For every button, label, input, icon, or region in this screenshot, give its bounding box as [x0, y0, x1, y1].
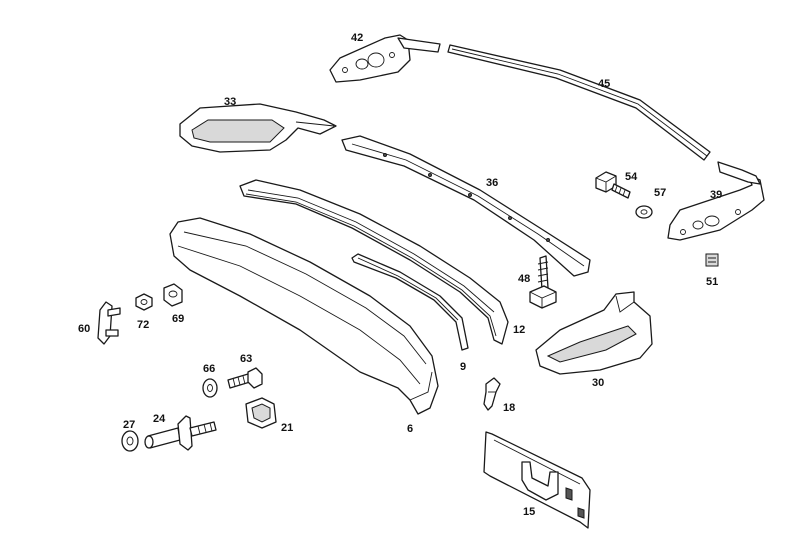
part-60-holder-bracket — [97, 301, 121, 345]
part-15-plate-holder — [483, 431, 591, 529]
label-18: 18 — [503, 402, 515, 414]
part-18-push-rivet — [483, 377, 501, 411]
label-21: 21 — [281, 422, 293, 434]
part-66-washer — [202, 378, 218, 398]
label-51: 51 — [706, 276, 718, 288]
label-12: 12 — [513, 324, 525, 336]
part-69-cap-nut — [163, 283, 183, 307]
part-21-rubber-buffer — [245, 397, 277, 429]
label-39: 39 — [710, 189, 722, 201]
label-15: 15 — [523, 506, 535, 518]
part-45-support-rail — [447, 44, 711, 161]
part-6-main-bumper — [169, 217, 439, 415]
part-27-washer — [121, 430, 139, 452]
part-51-clip-nut — [705, 253, 719, 267]
label-66: 66 — [203, 363, 215, 375]
label-72: 72 — [137, 319, 149, 331]
label-45: 45 — [598, 78, 610, 90]
part-63-bolt — [227, 367, 263, 389]
label-57: 57 — [654, 187, 666, 199]
label-69: 69 — [172, 313, 184, 325]
part-30-right-end-cap — [535, 291, 653, 375]
label-54: 54 — [625, 171, 638, 183]
part-33-left-end-cap — [179, 103, 337, 153]
part-72-nut — [135, 293, 153, 311]
part-57-washer — [635, 205, 653, 219]
label-42: 42 — [351, 32, 363, 44]
label-36: 36 — [486, 177, 498, 189]
label-60: 60 — [78, 323, 90, 335]
part-42-left-bracket — [329, 34, 441, 83]
part-9-rubber-strip — [351, 253, 469, 351]
label-63: 63 — [240, 353, 252, 365]
label-6: 6 — [407, 423, 413, 435]
part-54-bolt — [595, 171, 631, 199]
label-9: 9 — [460, 361, 466, 373]
label-24: 24 — [153, 413, 166, 425]
part-36-reinforcement — [341, 135, 591, 277]
part-12-bumper-upper — [239, 179, 509, 345]
label-27: 27 — [123, 419, 135, 431]
part-48-screw — [529, 255, 557, 309]
label-33: 33 — [224, 96, 236, 108]
part-39-right-bracket — [667, 161, 765, 241]
part-24-mounting-stud — [144, 415, 217, 451]
label-48: 48 — [518, 273, 530, 285]
label-30: 30 — [592, 377, 604, 389]
